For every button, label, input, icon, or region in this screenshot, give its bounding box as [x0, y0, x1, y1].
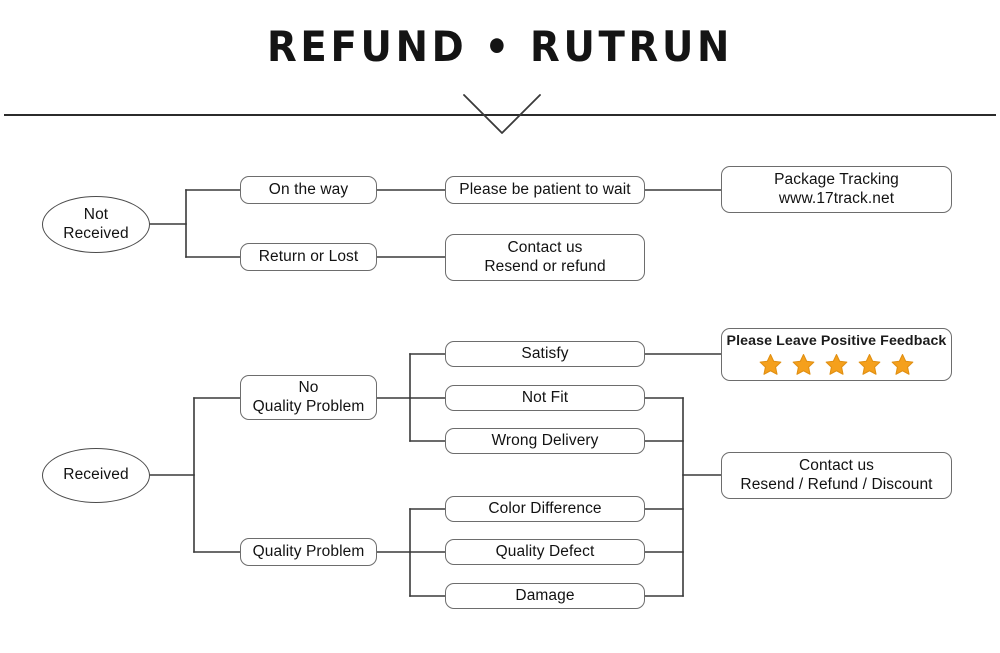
node-label: Package Tracking www.17track.net — [774, 170, 899, 207]
node-label: Quality Defect — [495, 542, 595, 560]
node-label: Satisfy — [521, 344, 569, 362]
header-divider — [4, 114, 996, 116]
page-title: REFUND • RUTRUN — [266, 22, 734, 71]
star-icon — [825, 354, 848, 375]
node-color-difference[interactable]: Color Difference — [445, 496, 645, 522]
node-label: Quality Problem — [252, 542, 365, 560]
node-label: Wrong Delivery — [491, 431, 599, 449]
node-return-or-lost[interactable]: Return or Lost — [240, 243, 377, 271]
node-positive-feedback[interactable]: Please Leave Positive Feedback — [721, 328, 952, 381]
node-no-quality-problem[interactable]: No Quality Problem — [240, 375, 377, 420]
chevron-down-icon — [463, 94, 541, 134]
node-not-received[interactable]: Not Received — [42, 196, 150, 253]
node-please-be-patient-to-wait[interactable]: Please be patient to wait — [445, 176, 645, 204]
star-icon — [759, 354, 782, 375]
node-label: On the way — [268, 180, 349, 198]
node-not-fit[interactable]: Not Fit — [445, 385, 645, 411]
node-wrong-delivery[interactable]: Wrong Delivery — [445, 428, 645, 454]
node-label: Not Fit — [521, 388, 569, 406]
node-label: Color Difference — [488, 499, 602, 517]
node-label: Not Received — [63, 205, 129, 242]
node-contact-us-resend-or-refund[interactable]: Contact us Resend or refund — [445, 234, 645, 281]
star-rating[interactable] — [759, 353, 914, 376]
node-package-tracking[interactable]: Package Tracking www.17track.net — [721, 166, 952, 213]
node-on-the-way[interactable]: On the way — [240, 176, 377, 204]
node-quality-defect[interactable]: Quality Defect — [445, 539, 645, 565]
star-icon — [792, 354, 815, 375]
star-icon — [858, 354, 881, 375]
star-icon — [891, 354, 914, 375]
node-label: Please be patient to wait — [459, 180, 631, 198]
node-satisfy[interactable]: Satisfy — [445, 341, 645, 367]
feedback-content: Please Leave Positive Feedback — [722, 333, 951, 376]
node-quality-problem[interactable]: Quality Problem — [240, 538, 377, 566]
feedback-caption: Please Leave Positive Feedback — [726, 332, 947, 349]
node-received[interactable]: Received — [42, 448, 150, 503]
node-label: No Quality Problem — [252, 378, 365, 415]
node-contact-us-resend-refund-discount[interactable]: Contact us Resend / Refund / Discount — [721, 452, 952, 499]
node-label: Contact us Resend or refund — [484, 238, 606, 275]
node-damage[interactable]: Damage — [445, 583, 645, 609]
node-label: Damage — [515, 586, 575, 604]
node-label: Return or Lost — [258, 247, 359, 265]
node-label: Contact us Resend / Refund / Discount — [740, 456, 933, 493]
node-label: Received — [63, 466, 129, 484]
